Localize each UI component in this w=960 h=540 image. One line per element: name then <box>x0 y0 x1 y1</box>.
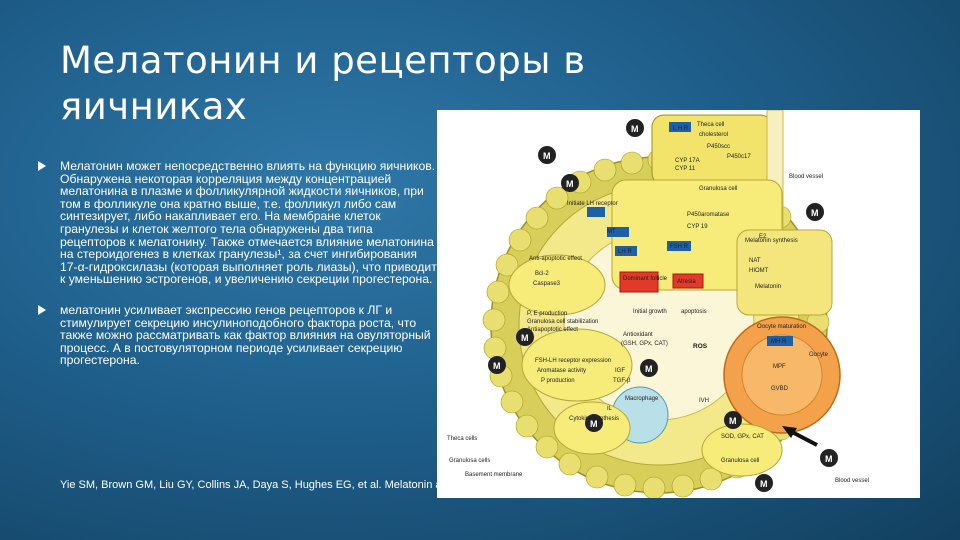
atresia-label: Atresia <box>677 279 696 285</box>
granulosa-stab-label: Granulosa cell stabilization <box>527 319 598 325</box>
mhr-label: MH R <box>771 339 787 345</box>
il-label: IL <box>607 406 613 412</box>
antioxidant-label: Antioxidant <box>623 332 653 338</box>
bullet-text-1: Мелатонин может непосредственно влиять н… <box>60 159 437 287</box>
mt-label: MT <box>607 229 616 235</box>
granulosa-cell2-label: Granulosa cell <box>721 458 759 464</box>
e2-label: E2 <box>759 234 767 240</box>
oocyte-label: Oocyte <box>809 352 829 358</box>
gvbd-label: GVBD <box>771 386 789 392</box>
blood-vessel2-label: Blood vessel <box>835 478 869 484</box>
gsh-label: (GSH, GPx, CAT) <box>621 341 668 347</box>
slide-title: Мелатонин и рецепторы в яичниках <box>60 39 586 128</box>
cyp17a-label: CYP 17A <box>675 158 700 164</box>
mpf-label: MPF <box>773 364 786 370</box>
granulosa-cell-label: Granulosa cell <box>699 186 737 192</box>
hiomt-label: HIOMT <box>749 268 769 274</box>
bullet-arrow-icon <box>38 304 46 315</box>
svg-text:M: M <box>631 124 639 134</box>
lhr-top-label: L H R <box>673 126 689 132</box>
p4-label: P, E production <box>527 311 567 317</box>
citation: Yie SM, Brown GM, Liu GY, Collins JA, Da… <box>60 479 440 491</box>
svg-text:M: M <box>825 454 833 464</box>
svg-text:M: M <box>521 333 529 343</box>
bullet-item-2: мелатонин усиливает экспрессию генов рец… <box>38 304 438 367</box>
p450scc-label: P450scc <box>707 144 730 150</box>
caspase-label: Caspase3 <box>533 281 561 287</box>
svg-text:M: M <box>566 179 574 189</box>
p-production-label: P production <box>541 378 575 384</box>
aromatase-activity-label: Aromatase activity <box>537 368 586 374</box>
tgfb-label: TGF-β <box>613 378 631 384</box>
bullet-text-2: мелатонин усиливает экспрессию генов рец… <box>60 302 431 368</box>
antiapoptotic2-label: Antiapoptotic effect <box>527 327 578 333</box>
svg-text:M: M <box>543 151 551 161</box>
cyp11-label: CYP 11 <box>675 166 696 172</box>
lhr-label: LH R <box>618 249 632 255</box>
antiapoptotic-label: Anti-apoptotic effect <box>529 256 582 262</box>
svg-text:M: M <box>811 208 819 218</box>
ros-label: ROS <box>693 343 708 350</box>
blood-vessel-label: Blood vessel <box>789 174 823 180</box>
bcl2-label: Bcl-2 <box>535 271 549 277</box>
bullet-arrow-icon <box>38 161 46 171</box>
atresia-box <box>672 273 704 289</box>
svg-text:M: M <box>493 361 501 371</box>
igf-label: IGF <box>615 368 625 374</box>
dominant-label: Dominant follicle <box>623 276 668 282</box>
ovarian-follicle-diagram: M M M M M M M M M M M L H R Theca cell choleste… <box>437 110 920 498</box>
initiate-lh-label: Initiate LH receptor <box>567 201 618 207</box>
melatonin-synthesis-box <box>736 229 833 316</box>
nat-label: NAT <box>749 258 761 264</box>
p450c17-label: P450c17 <box>727 154 751 160</box>
melatonin-label: Melatonin <box>755 284 781 290</box>
bullet-item-1: Мелатонин может непосредственно влиять н… <box>38 160 438 286</box>
macrophage-label: Macrophage <box>625 396 659 402</box>
melatonin-synthesis-label: Melatonin synthesis <box>745 238 798 244</box>
cytokine-label: Cytokine synthesis <box>569 416 619 422</box>
svg-text:M: M <box>729 416 737 426</box>
basement-membrane-label: Basement membrane <box>465 472 523 478</box>
bullet-list: Мелатонин может непосредственно влиять н… <box>38 160 438 381</box>
fshr-label: FSH R <box>670 244 689 250</box>
fsh-expression-label: FSH-LH receptor expression <box>535 358 611 364</box>
svg-text:M: M <box>760 479 768 489</box>
granulosa-cells-label: Granulosa cells <box>449 458 490 464</box>
initial-growth-label: Initial growth <box>633 309 667 315</box>
p450aromatase-label: P450aromatase <box>687 212 730 218</box>
melatonin-markers <box>488 119 838 492</box>
sod-label: SOD, GPx, CAT <box>721 434 764 440</box>
svg-text:M: M <box>590 419 598 429</box>
svg-text:M: M <box>645 364 653 374</box>
apoptosis-label: apoptosis <box>681 309 707 315</box>
theca-cell-label: Theca cell <box>697 122 724 128</box>
theca-cells-label: Theca cells <box>447 436 477 442</box>
cyp19-label: CYP 19 <box>687 224 708 230</box>
cholesterol-label: cholesterol <box>699 132 728 138</box>
oocyte-maturation-label: Oocyte maturation <box>757 324 806 330</box>
dominant-follicle-box <box>619 271 659 293</box>
ivh-label: IVH <box>699 398 709 404</box>
